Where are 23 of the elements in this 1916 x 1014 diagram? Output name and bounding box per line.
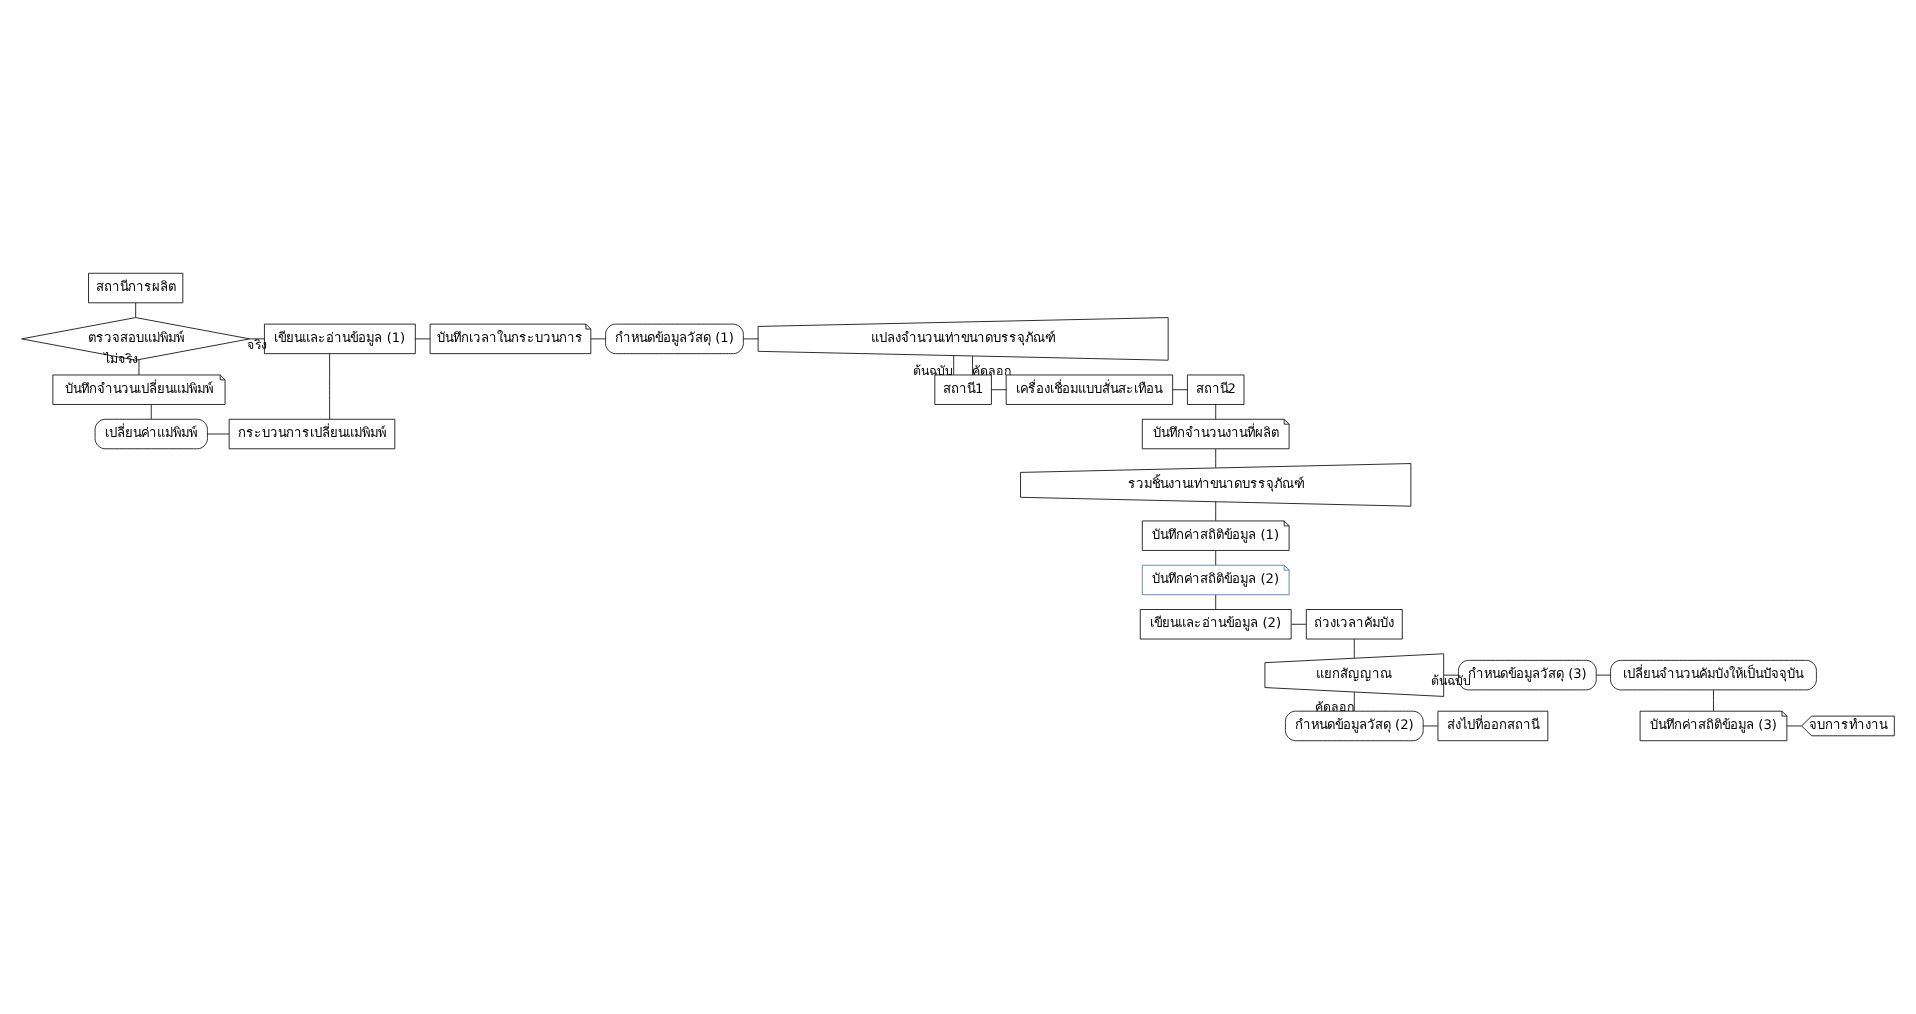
connector bbox=[1215, 550, 1217, 566]
connector bbox=[743, 338, 759, 340]
connector bbox=[135, 302, 137, 318]
connector bbox=[415, 338, 431, 340]
connector bbox=[1595, 674, 1611, 676]
connector bbox=[991, 389, 1007, 391]
connector bbox=[1215, 594, 1217, 610]
connector bbox=[1353, 691, 1355, 712]
connector bbox=[953, 355, 955, 376]
connector bbox=[1422, 725, 1439, 727]
connector bbox=[972, 355, 973, 376]
connector bbox=[207, 433, 230, 435]
connector bbox=[138, 359, 140, 376]
connector bbox=[1215, 404, 1217, 420]
connector bbox=[1215, 448, 1217, 469]
connector bbox=[329, 353, 331, 420]
connector bbox=[1291, 623, 1307, 625]
connector bbox=[590, 338, 606, 340]
connector bbox=[1172, 389, 1188, 391]
connector bbox=[1713, 689, 1714, 712]
connector bbox=[150, 404, 152, 420]
connector bbox=[1353, 638, 1355, 659]
connector bbox=[1215, 501, 1217, 522]
